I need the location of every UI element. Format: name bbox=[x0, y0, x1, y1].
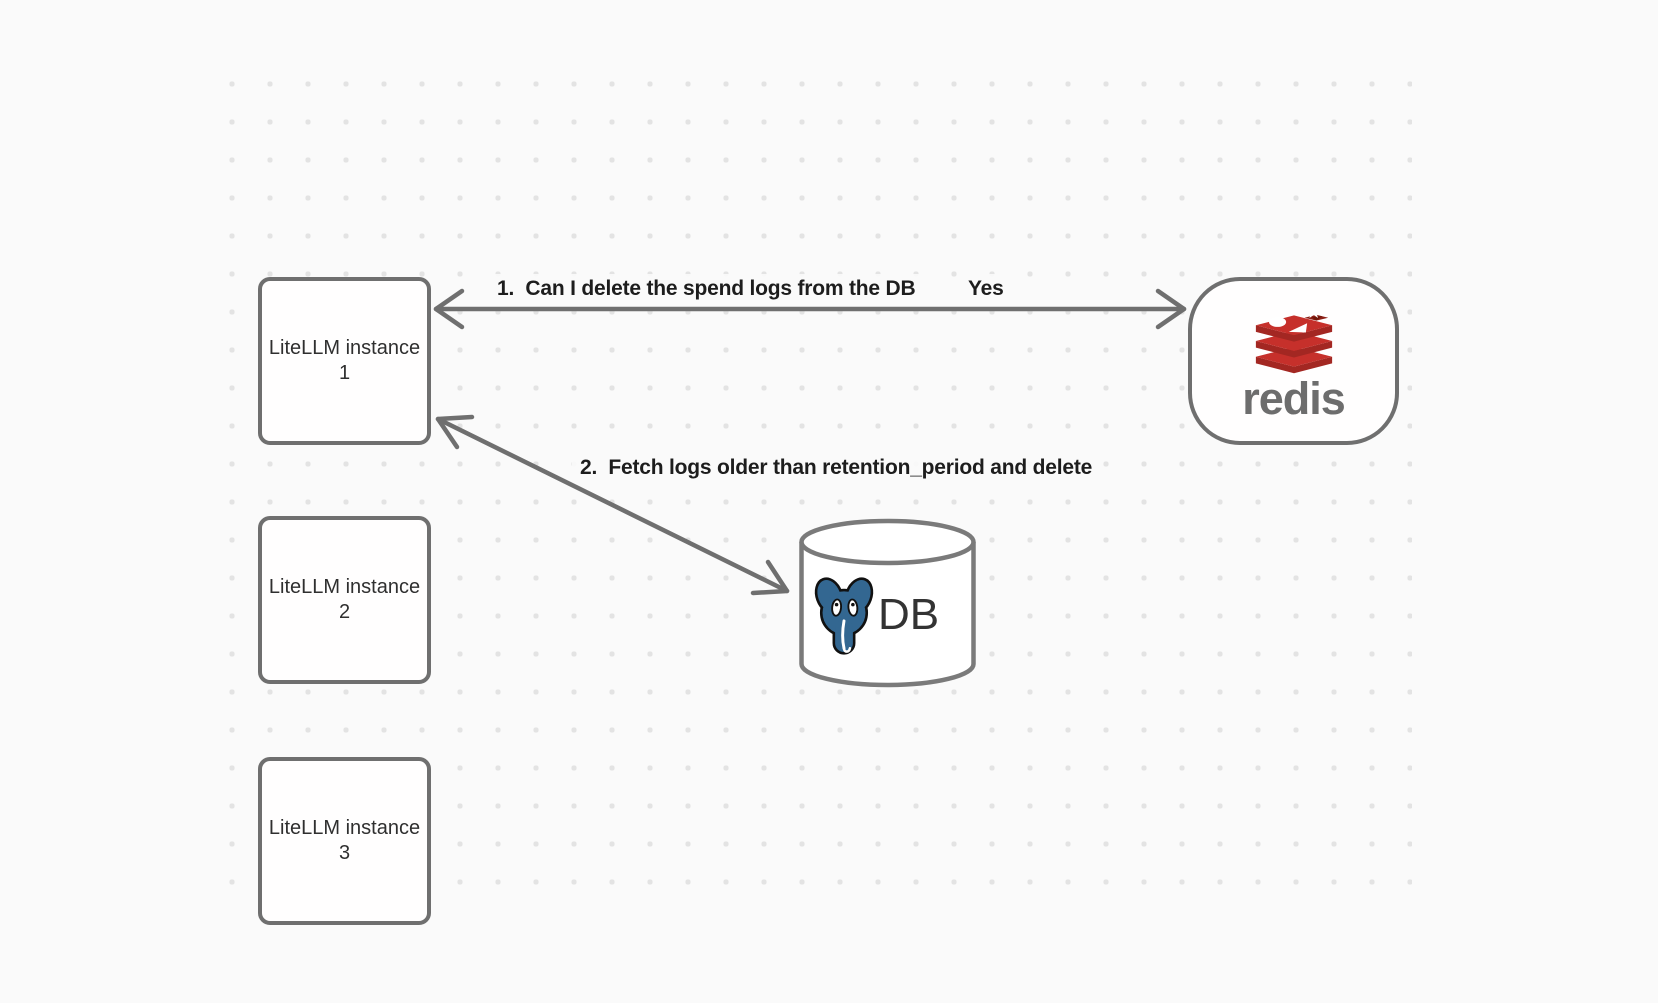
node-redis[interactable]: redis bbox=[1188, 277, 1399, 445]
arrow1-label: 1. Can I delete the spend logs from the … bbox=[489, 274, 924, 304]
node-litellm-instance-3[interactable]: LiteLLM instance 3 bbox=[258, 757, 431, 925]
arrow2-label: 2. Fetch logs older than retention_perio… bbox=[572, 453, 1101, 483]
node-label: LiteLLM instance 3 bbox=[268, 817, 421, 864]
db-node-content: DB bbox=[807, 571, 969, 659]
redis-wordmark: redis bbox=[1242, 372, 1346, 424]
node-database[interactable]: DB bbox=[799, 517, 976, 693]
postgresql-elephant-icon bbox=[814, 577, 874, 655]
node-litellm-instance-1[interactable]: LiteLLM instance 1 bbox=[258, 277, 431, 445]
node-label: LiteLLM instance 1 bbox=[268, 337, 421, 384]
db-label: DB bbox=[878, 590, 940, 639]
redis-logo-icon bbox=[1255, 307, 1332, 373]
arrow1-answer-label: Yes bbox=[960, 274, 1012, 304]
node-litellm-instance-2[interactable]: LiteLLM instance 2 bbox=[258, 516, 431, 684]
node-label: LiteLLM instance 2 bbox=[268, 576, 421, 623]
